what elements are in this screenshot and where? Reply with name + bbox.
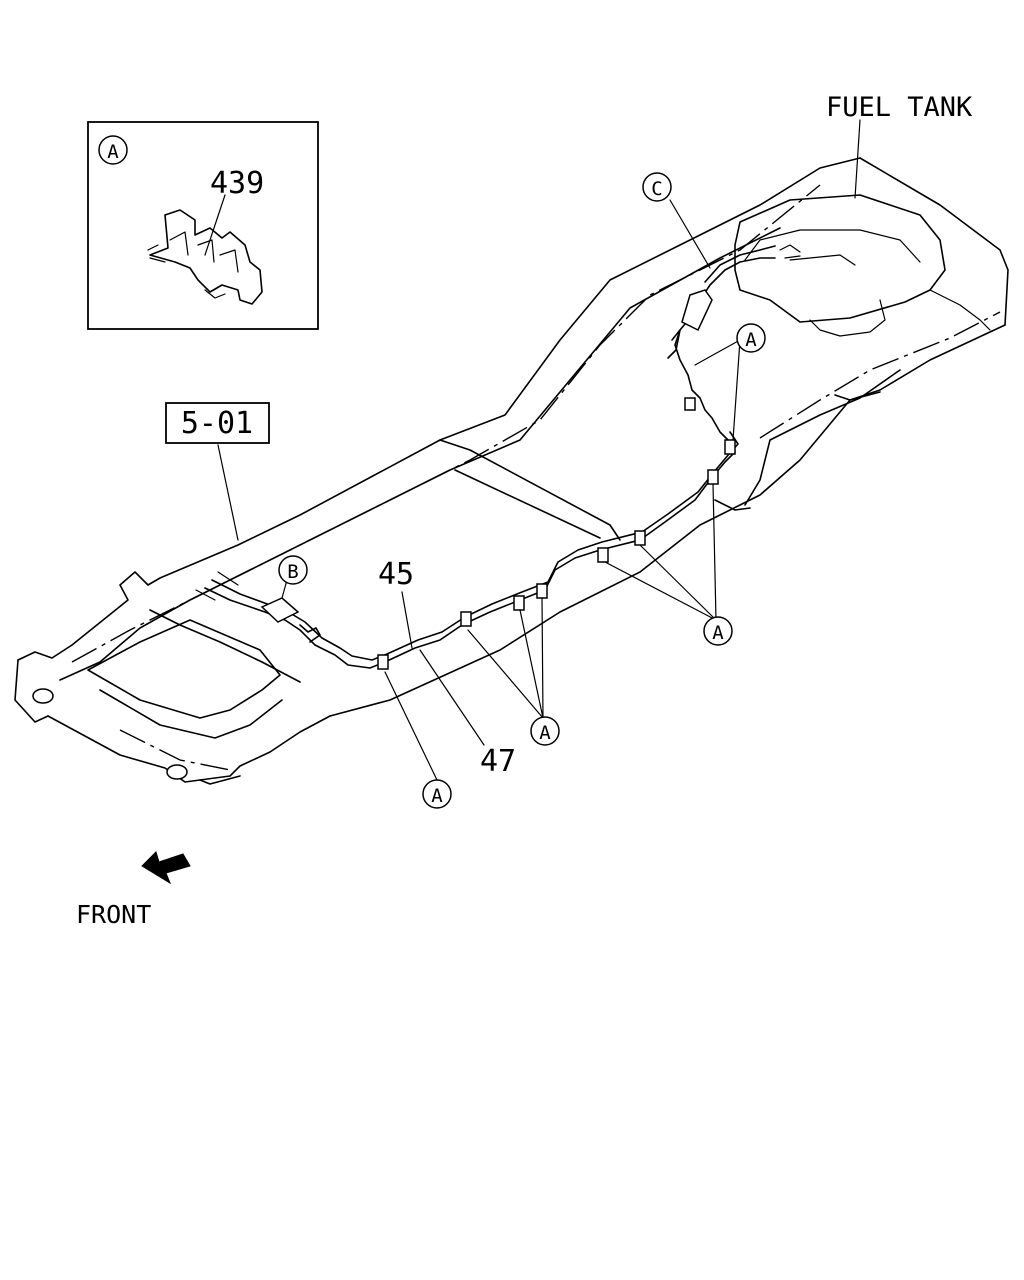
callout-c: C [651, 178, 662, 200]
chassis-frame [14, 157, 1009, 785]
callout-a-rear: A [745, 329, 757, 351]
frame-ref-label: 5-01 [181, 406, 253, 441]
callout-a-front: A [431, 785, 443, 807]
fuel-tank [734, 194, 991, 337]
part-number-45: 45 [378, 557, 414, 592]
leader-lines [204, 119, 861, 781]
frame-ref-box [165, 402, 270, 444]
fuel-tank-label: FUEL TANK [826, 92, 973, 123]
inset-clip-detail: A 439 [87, 121, 319, 330]
inset-callout-a: A [107, 141, 119, 163]
callout-a-right: A [712, 622, 724, 644]
callout-b: B [287, 561, 298, 583]
callout-a-middle: A [539, 722, 551, 744]
part-number-47: 47 [480, 744, 516, 779]
front-label: FRONT [76, 900, 151, 929]
part-number-439: 439 [210, 166, 264, 201]
front-arrow-icon [141, 851, 191, 885]
